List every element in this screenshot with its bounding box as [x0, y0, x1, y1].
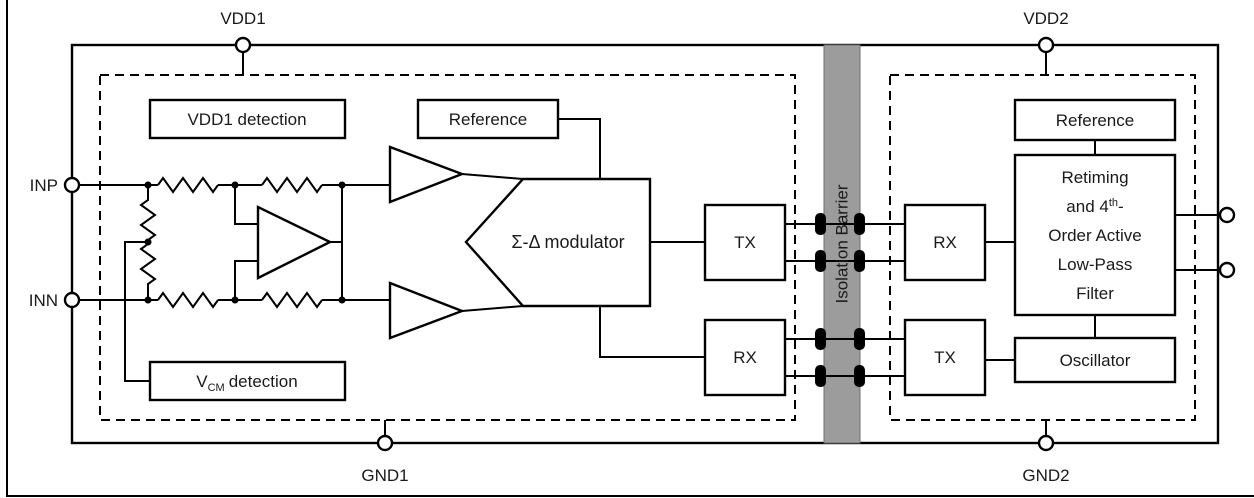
wire-midamp-input-bottom [234, 260, 258, 300]
low-pass-filter-block [1013, 153, 1177, 317]
isolation-cap [854, 328, 865, 350]
amplifier-bottom [388, 281, 466, 340]
junction-dot [144, 181, 152, 189]
wire-rx-to-modulator-clock [599, 306, 705, 358]
reference-left-block [416, 98, 560, 140]
left-isolated-domain-dashed-box [99, 74, 796, 421]
gnd2-pin [1037, 434, 1055, 452]
wires [79, 52, 1220, 436]
isolation-barrier-outline [823, 44, 861, 444]
low-pass-filter-label: Retiming and 4th- Order Active Low-Pass … [1048, 168, 1142, 303]
pins: VDD1 VDD2 GND1 GND2 INP INN [29, 9, 1236, 485]
junction-dot [338, 296, 346, 304]
wire-reference-to-modulator [558, 118, 601, 179]
junction-dot [144, 238, 152, 246]
inn-pin-label: INN [29, 291, 58, 310]
rx-right-block [903, 203, 987, 282]
wire-bottomamp-to-modulator [461, 305, 524, 312]
tx-right-label: TX [934, 348, 956, 367]
inp-pin-label: INP [30, 176, 58, 195]
vdd1-detection-label: VDD1 detection [187, 110, 306, 129]
rx-left-label: RX [733, 348, 757, 367]
oscillator-block [1013, 336, 1177, 384]
vdd1-pin-label: VDD1 [220, 9, 265, 28]
reference-right-block [1013, 98, 1177, 142]
isolation-cap [854, 213, 865, 235]
resistor-inn-2 [261, 291, 323, 309]
tx-right-block [903, 318, 987, 397]
junction-dot [144, 296, 152, 304]
vdd1-pin [234, 36, 252, 54]
resistor-inp-2 [261, 176, 323, 194]
oscillator-label: Oscillator [1060, 351, 1131, 370]
chip-boundary [70, 43, 1220, 445]
right-isolated-domain-dashed-box [889, 74, 1196, 421]
reference-left-label: Reference [449, 110, 527, 129]
resistor-inp-1 [157, 176, 219, 194]
vcm-detection-block [148, 360, 347, 402]
isolation-cap [854, 365, 865, 387]
amplifier-middle [256, 205, 333, 280]
lpf-line4: Low-Pass [1058, 255, 1133, 274]
tx-left-label: TX [734, 233, 756, 252]
amplifier-top [388, 145, 466, 204]
modulator-shape [464, 177, 652, 308]
isolation-cap [815, 213, 826, 235]
modulator-label: Σ-Δ modulator [511, 232, 624, 252]
lpf-line3: Order Active [1048, 226, 1142, 245]
junction-dots [144, 181, 346, 304]
gnd1-pin [376, 434, 394, 452]
inp-pin [63, 176, 81, 194]
wire-midamp-input-top [234, 185, 258, 225]
rx-right-label: RX [933, 233, 957, 252]
lpf-line1: Retiming [1061, 168, 1128, 187]
rx-left-block [703, 318, 787, 397]
junction-dot [338, 181, 346, 189]
junction-dot [231, 296, 239, 304]
isolation-cap [815, 328, 826, 350]
tx-left-block [703, 203, 787, 282]
vdd2-pin-label: VDD2 [1023, 9, 1068, 28]
lpf-line5: Filter [1076, 284, 1114, 303]
wire-topamp-to-modulator [461, 173, 524, 180]
output-positive-pin [1218, 206, 1236, 224]
junction-dot [231, 181, 239, 189]
inn-pin [63, 291, 81, 309]
isolation-capacitors [815, 213, 865, 387]
resistor-inn-1 [157, 291, 219, 309]
gnd1-pin-label: GND1 [361, 466, 408, 485]
gnd2-pin-label: GND2 [1022, 466, 1069, 485]
isolation-cap [815, 365, 826, 387]
vdd1-detection-block [148, 98, 347, 140]
vdd2-pin [1037, 36, 1055, 54]
reference-right-label: Reference [1056, 111, 1134, 130]
wire-vcm-tap [124, 241, 150, 382]
lpf-line2: and 4th- [1066, 197, 1123, 216]
output-negative-pin [1218, 261, 1236, 279]
isolation-cap [854, 250, 865, 272]
isolation-cap [815, 250, 826, 272]
isolation-barrier-label: Isolation Barrier [833, 184, 852, 303]
